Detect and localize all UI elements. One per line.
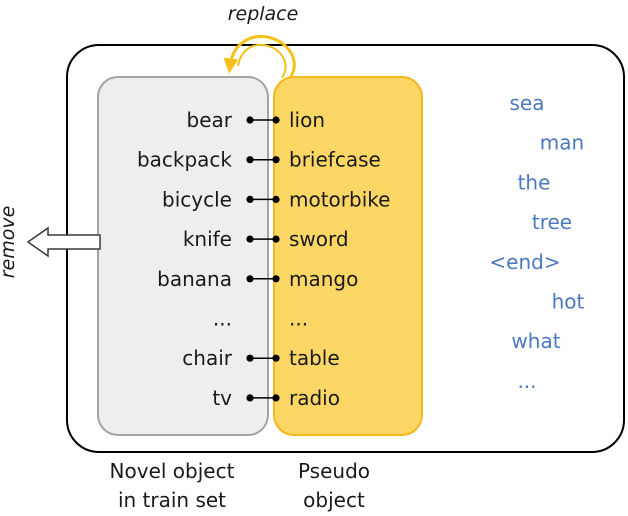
pair-connector-dot: [246, 116, 254, 124]
pseudo-object-label: sword: [289, 227, 349, 251]
pseudo-object-label: lion: [289, 108, 325, 132]
vocab-word: <end>: [489, 250, 560, 274]
novel-caption-line1: Novel object: [110, 459, 235, 483]
novel-object-label: chair: [182, 346, 232, 370]
vocab-word: tree: [532, 210, 572, 234]
pair-connector-dot: [246, 394, 254, 402]
vocab-word: ...: [517, 369, 536, 393]
novel-object-label: tv: [212, 386, 232, 410]
pair-connector-dot: [246, 195, 254, 203]
pair-connector-dot: [246, 235, 254, 243]
pair-connector-dot: [272, 195, 280, 203]
novel-object-label: banana: [157, 267, 232, 291]
pseudo-object-label: motorbike: [289, 187, 390, 211]
novel-object-label: bear: [187, 108, 233, 132]
novel-caption-line2: in train set: [118, 488, 226, 512]
pseudo-object-label: mango: [289, 267, 358, 291]
novel-object-label: bicycle: [162, 187, 232, 211]
novel-object-label: knife: [183, 227, 232, 251]
remove-arrow: [26, 226, 101, 258]
replace-arrow: [223, 35, 296, 79]
novel-object-box: [97, 76, 269, 436]
vocab-word: man: [540, 131, 584, 155]
pseudo-caption-line2: object: [303, 488, 365, 512]
pair-connector-dot: [246, 275, 254, 283]
pair-connector-dot: [272, 394, 280, 402]
pair-connector-dot: [272, 275, 280, 283]
pseudo-caption-line1: Pseudo: [298, 459, 370, 483]
pairs-group: bear lion backpack briefcase bicycle motorbik…: [137, 108, 391, 410]
pair-connector-dot: [272, 116, 280, 124]
pair-connector-dot: [272, 156, 280, 164]
vocab-word: sea: [510, 91, 545, 115]
replace-arrow-inner: [237, 43, 287, 79]
pair-connector-dot: [272, 354, 280, 362]
pseudo-object-label: table: [289, 346, 340, 370]
remove-label: remove: [0, 206, 19, 279]
pair-connector-dot: [246, 354, 254, 362]
pseudo-object-box: [273, 76, 423, 436]
vocab-word: what: [511, 329, 560, 353]
vocab-words-group: sea man the tree <end> hot what...: [489, 91, 584, 393]
vocab-word: hot: [552, 290, 585, 314]
pair-connector-dot: [246, 156, 254, 164]
pseudo-object-label: ...: [289, 307, 308, 331]
novel-object-label: backpack: [137, 148, 232, 172]
novel-object-label: ...: [213, 307, 232, 331]
pseudo-object-label: radio: [289, 386, 340, 410]
pseudo-object-label: briefcase: [289, 148, 381, 172]
replace-label: replace: [228, 3, 299, 25]
pair-connector-dot: [272, 235, 280, 243]
vocab-word: the: [518, 170, 551, 194]
